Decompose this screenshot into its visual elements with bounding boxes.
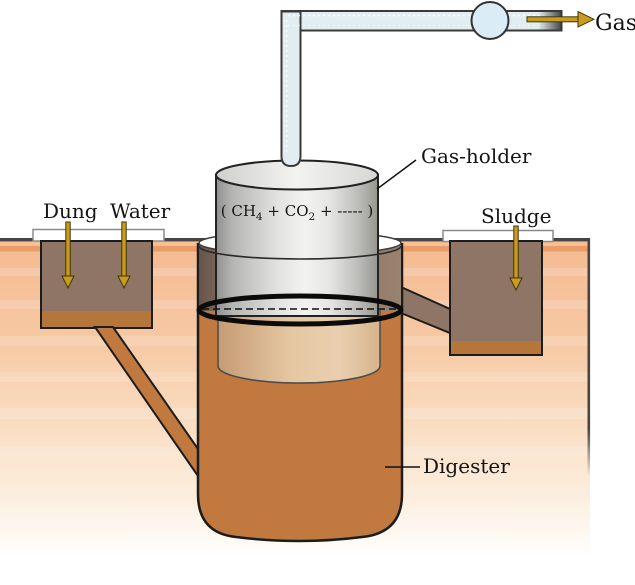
sludge-tank-outline bbox=[449, 240, 543, 356]
water-label: Water bbox=[110, 199, 171, 223]
pipe-corner-seam bbox=[283, 13, 299, 29]
digester-label: Digester bbox=[423, 454, 510, 478]
gas-holder-submerged bbox=[217, 310, 381, 384]
gas-holder-drum: ( CH4 + CO2 + ----- ) bbox=[215, 159, 379, 317]
sludge-label: Sludge bbox=[481, 204, 551, 228]
horizontal-gas-pipe bbox=[280, 10, 563, 32]
pit-front-rim-arc bbox=[198, 245, 402, 260]
sludge-arrow-head bbox=[509, 277, 523, 292]
gas-holder-leader-line bbox=[376, 159, 417, 190]
digester-rim-ring bbox=[196, 293, 404, 327]
sludge-tank-bottom-band bbox=[450, 341, 542, 355]
water-arrow-head bbox=[117, 275, 131, 290]
sludge-tank bbox=[400, 229, 554, 356]
sludge-tank-collar bbox=[442, 229, 554, 243]
gas-piping bbox=[280, 1, 563, 168]
gas-valve bbox=[470, 1, 510, 40]
gas-formula: ( CH4 + CO2 + ----- ) bbox=[221, 202, 374, 223]
gas-arrow-shaft bbox=[526, 16, 579, 23]
flow-arrows bbox=[61, 10, 596, 292]
vertical-gas-pipe bbox=[280, 10, 302, 168]
inlet-tank-bottom-band bbox=[41, 311, 152, 328]
ground-right-border bbox=[587, 238, 591, 476]
gas-holder-label: Gas-holder bbox=[421, 144, 532, 168]
inlet-tank-collar bbox=[32, 228, 165, 242]
gas-arrow-head bbox=[577, 10, 596, 28]
dung-label: Dung bbox=[43, 199, 98, 223]
gas-holder-body bbox=[215, 174, 379, 317]
dung-arrow-head bbox=[61, 275, 75, 290]
gas-label: Gas bbox=[595, 11, 635, 36]
sludge-tank-interior bbox=[450, 241, 542, 355]
sludge-arrow-shaft bbox=[513, 225, 519, 280]
water-arrow-shaft bbox=[121, 221, 127, 278]
dung-arrow-shaft bbox=[65, 221, 71, 278]
inlet-tank bbox=[32, 228, 165, 329]
